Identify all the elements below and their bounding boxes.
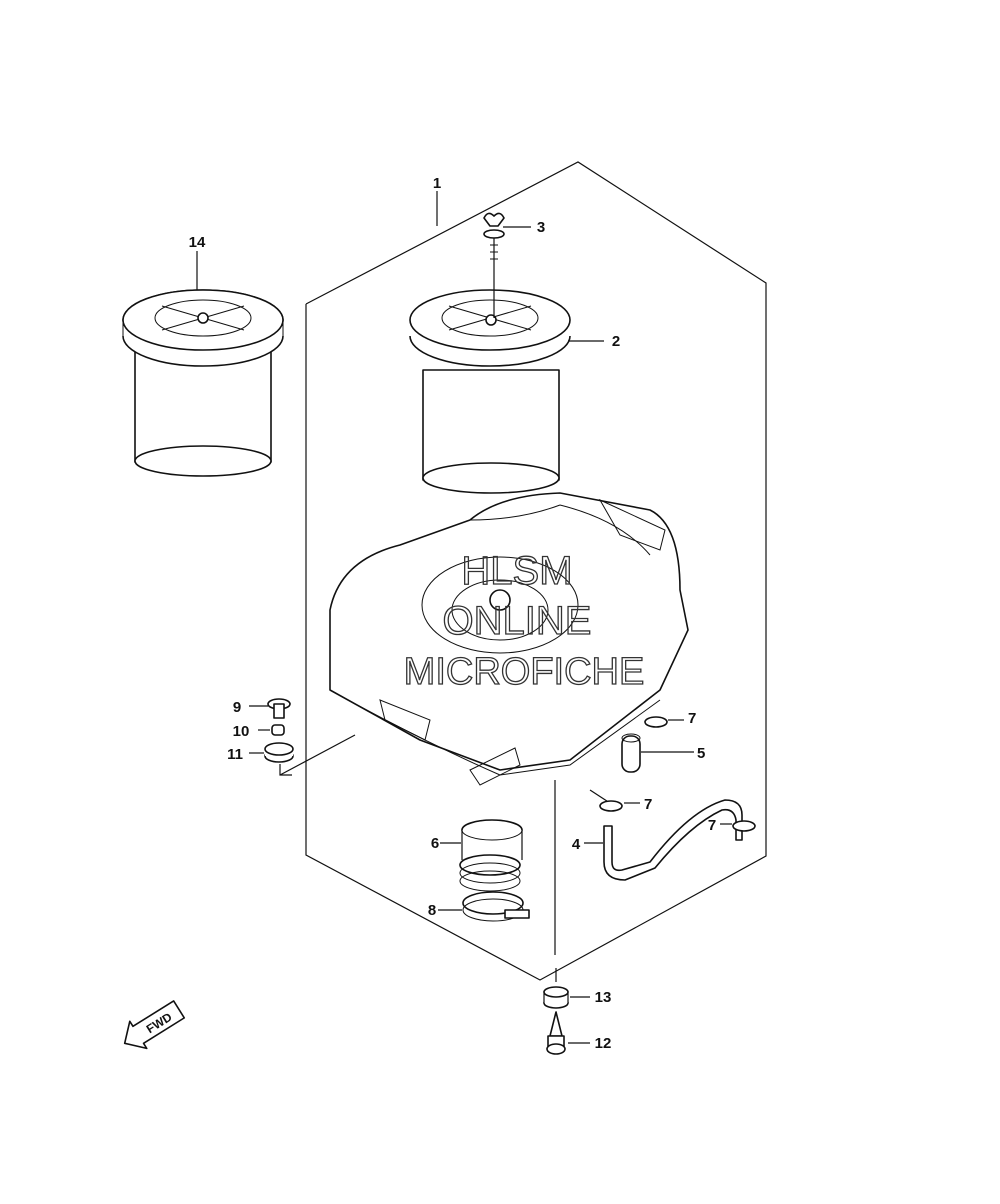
callout-7c: 7 (708, 817, 716, 834)
drain-plug-12 (546, 1011, 566, 1055)
tube-6 (459, 819, 523, 892)
leader-9-11-group (279, 764, 292, 776)
callout-11: 11 (227, 746, 243, 763)
clip-7a (644, 716, 668, 728)
collar-10 (271, 724, 285, 736)
grommet-13 (543, 986, 569, 1009)
callout-5: 5 (697, 745, 705, 762)
callout-3: 3 (537, 219, 545, 236)
fwd-arrow-icon: FWD (123, 1000, 186, 1050)
filter-element-2 (409, 289, 571, 494)
watermark-line-1: HLSM (461, 549, 572, 593)
callout-10: 10 (233, 723, 250, 740)
callout-2: 2 (612, 333, 620, 350)
callout-7a: 7 (688, 710, 696, 727)
callout-13: 13 (595, 989, 612, 1006)
hose-5 (621, 733, 641, 773)
callout-9: 9 (233, 699, 241, 716)
callout-7b: 7 (644, 796, 652, 813)
clip-7c (732, 820, 756, 832)
watermark-line-3: MICROFICHE (404, 651, 645, 693)
callout-6: 6 (431, 835, 439, 852)
grommet-11 (264, 742, 294, 763)
callout-4: 4 (572, 836, 581, 853)
hose-4 (603, 799, 743, 881)
watermark: HLSM ONLINE MICROFICHE (403, 548, 645, 693)
bolt-9 (267, 698, 291, 719)
clamp-8 (462, 891, 530, 922)
callout-8: 8 (428, 902, 436, 919)
callout-12: 12 (595, 1035, 612, 1052)
clip-7b (599, 800, 623, 812)
air-cleaner-case (279, 492, 689, 955)
wing-bolt-3 (483, 212, 505, 318)
assembly-outline (305, 161, 767, 981)
callout-14: 14 (189, 234, 206, 251)
callout-1: 1 (433, 175, 441, 192)
watermark-line-2: ONLINE (443, 599, 592, 643)
filter-element-14 (122, 289, 284, 477)
